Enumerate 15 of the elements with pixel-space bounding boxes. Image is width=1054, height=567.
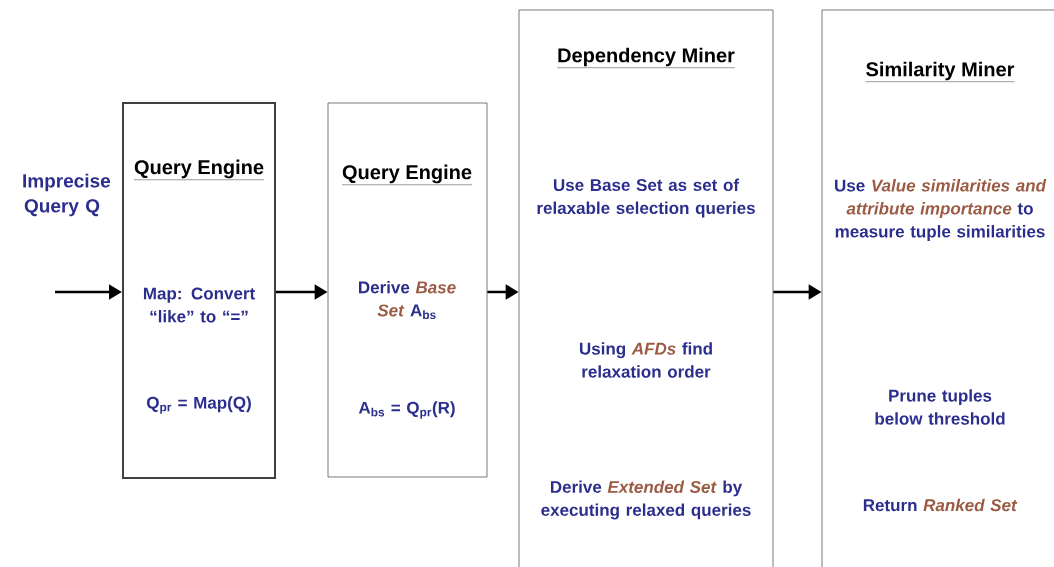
box-text: Return Ranked Set xyxy=(863,498,1018,512)
input-label: Imprecise Query Q xyxy=(23,173,111,217)
box-title: Dependency Miner xyxy=(556,47,736,68)
box-text: Map: Convert “like” to “=” xyxy=(143,287,255,323)
box-text: Derive Base Set A$_{bs}$ xyxy=(359,280,456,320)
box-text: Using AFDs find relaxation order xyxy=(580,342,712,378)
box-title: Similarity Miner xyxy=(865,61,1015,82)
box-text: Use Value similarities and attribute importance to measure tuple similarities xyxy=(835,179,1047,241)
box-text: Use Base Set as set of relaxable selection queries xyxy=(537,178,755,218)
box-text: Derive Extended Set by executing relaxed queries xyxy=(541,480,751,520)
box-text: Q$_{pr}$ = Map(Q) xyxy=(147,396,251,414)
box-title: Query Engine xyxy=(133,159,265,180)
box-text: A$_{bs}$ = Q$_{pr}$(R) xyxy=(358,401,455,419)
box-text: Prune tuples below threshold xyxy=(875,389,1005,425)
box-title: Query Engine xyxy=(341,164,473,185)
